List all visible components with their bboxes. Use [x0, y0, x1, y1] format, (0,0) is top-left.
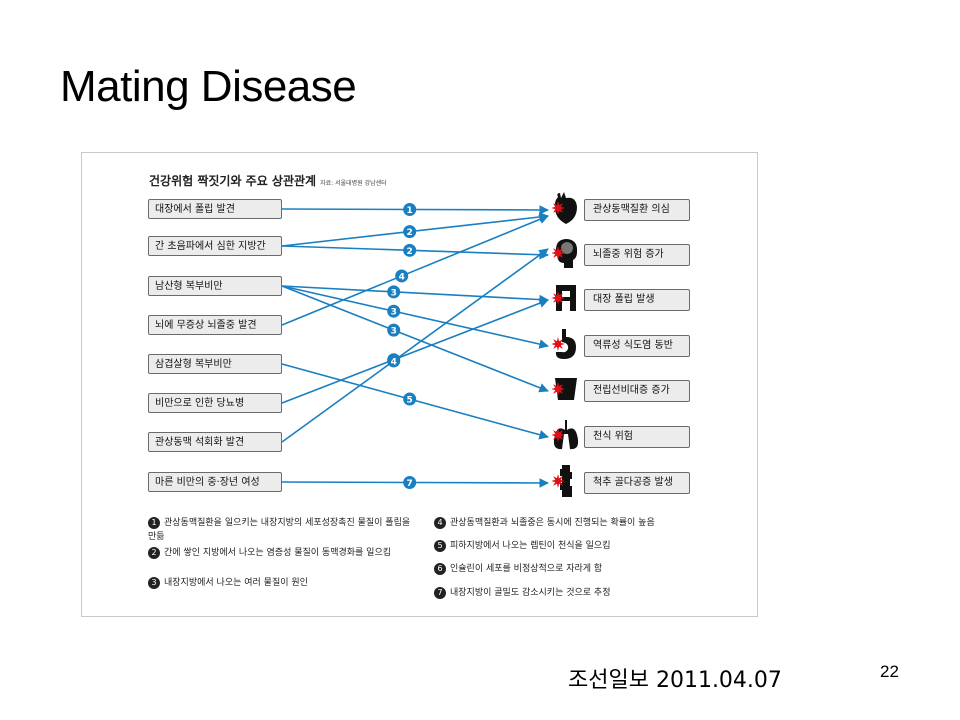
right-item-2: 뇌졸중 위험 증가 — [584, 244, 690, 266]
badge-number: 5 — [407, 396, 413, 406]
page-number: 22 — [880, 662, 899, 681]
connection-badge: 2 — [403, 225, 417, 239]
note-number: 3 — [148, 576, 160, 589]
left-item-5: 삼겹살형 복부비만 — [148, 354, 282, 374]
spine-icon — [551, 464, 580, 498]
note-text: 내장지방에서 나오는 여러 물질이 원인 — [164, 578, 308, 588]
brain-icon — [551, 236, 580, 270]
right-item-4: 역류성 식도염 동반 — [584, 335, 690, 357]
note-number: 6 — [434, 562, 446, 575]
note-text: 관상동맥질환과 뇌졸중은 동시에 진행되는 확률이 높음 — [450, 518, 655, 528]
right-item-1: 관상동맥질환 의심 — [584, 199, 690, 221]
connection-badge: 7 — [403, 475, 417, 489]
connection-line — [281, 248, 549, 443]
badge-number: 4 — [391, 357, 397, 367]
note-text: 피하지방에서 나오는 렙틴이 천식을 일으킴 — [450, 541, 611, 551]
note-number: 2 — [148, 546, 160, 559]
note-3: 3 내장지방에서 나오는 여러 물질이 원인 — [148, 576, 418, 590]
note-6: 6 인슐린이 세포를 비정상적으로 자라게 함 — [434, 562, 724, 576]
connection-line — [281, 285, 549, 393]
figure-source: 자료: 서울대병원 강남센터 — [320, 180, 387, 187]
connection-badge: 5 — [403, 392, 417, 406]
connection-line — [281, 298, 549, 404]
left-item-1: 대장에서 폴립 발견 — [148, 199, 282, 219]
right-item-5: 전립선비대증 증가 — [584, 380, 690, 402]
badge-number: 1 — [407, 206, 413, 216]
badge-number: 2 — [407, 228, 413, 238]
badge-number: 7 — [407, 479, 413, 489]
note-7: 7 내장지방이 골밀도 감소시키는 것으로 추정 — [434, 586, 724, 600]
left-item-2: 간 초음파에서 심한 지방간 — [148, 236, 282, 256]
connection-line — [281, 285, 549, 305]
slide-title: Mating Disease — [60, 62, 357, 111]
right-item-6: 천식 위험 — [584, 426, 690, 448]
right-item-3: 대장 폴립 발생 — [584, 289, 690, 311]
lungs-icon — [551, 418, 580, 452]
citation: 조선일보 2011.04.07 — [568, 668, 782, 693]
left-item-6: 비만으로 인한 당뇨병 — [148, 393, 282, 413]
connection-badge: 3 — [387, 304, 401, 318]
connection-lines: 12233345647 — [281, 202, 549, 489]
connection-badge: 2 — [403, 243, 417, 257]
heart-icon — [551, 191, 580, 225]
note-5: 5 피하지방에서 나오는 렙틴이 천식을 일으킴 — [434, 539, 724, 553]
connection-badge: 1 — [403, 202, 417, 216]
note-number: 7 — [434, 586, 446, 599]
left-item-3: 남산형 복부비만 — [148, 276, 282, 296]
connection-badge: 3 — [387, 323, 401, 337]
left-item-4: 뇌에 무증상 뇌졸중 발견 — [148, 315, 282, 335]
note-number: 4 — [434, 516, 446, 529]
note-text: 간에 쌓인 지방에서 나오는 염증성 물질이 동맥경화를 일으킴 — [164, 548, 392, 558]
badge-number: 3 — [391, 308, 397, 318]
note-4: 4 관상동맥질환과 뇌졸중은 동시에 진행되는 확률이 높음 — [434, 516, 724, 530]
badge-number: 3 — [391, 288, 397, 298]
badge-number: 4 — [399, 272, 405, 282]
note-2: 2 간에 쌓인 지방에서 나오는 염증성 물질이 동맥경화를 일으킴 — [148, 546, 418, 560]
connection-line — [281, 285, 549, 349]
note-text: 관상동맥질환을 일으키는 내장지방의 세포성장촉진 물질이 폴립을 만듦 — [148, 518, 411, 542]
note-text: 인슐린이 세포를 비정상적으로 자라게 함 — [450, 564, 603, 574]
left-item-8: 마른 비만의 중·장년 여성 — [148, 472, 282, 492]
connection-badge: 3 — [387, 285, 401, 299]
note-number: 5 — [434, 539, 446, 552]
left-item-7: 관상동맥 석회화 발견 — [148, 432, 282, 452]
stomach-icon — [551, 327, 580, 361]
badge-number: 3 — [391, 327, 397, 337]
connection-badge: 4 — [387, 354, 401, 368]
badge-number: 2 — [407, 247, 413, 257]
note-text: 내장지방이 골밀도 감소시키는 것으로 추정 — [450, 588, 611, 598]
prostate-icon — [551, 372, 580, 406]
note-number: 1 — [148, 516, 160, 529]
right-item-7: 척추 골다공증 발생 — [584, 472, 690, 494]
connection-line — [281, 214, 549, 326]
colon-icon — [551, 281, 580, 315]
connection-badge: 4 — [395, 269, 409, 283]
